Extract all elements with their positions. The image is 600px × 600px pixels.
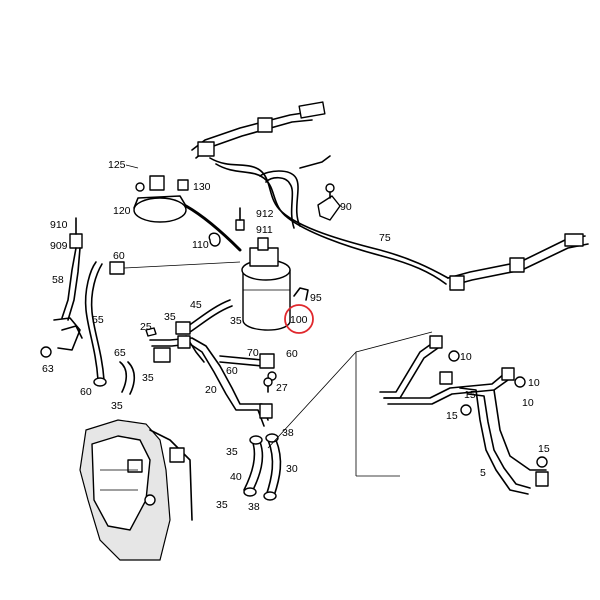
callout-15-a: 15 [446,410,458,422]
hose-assembly-20 [149,335,273,427]
callout-125: 125 [108,159,126,171]
callout-70: 70 [247,347,259,359]
pressure-sensor-90 [317,183,341,221]
fuel-line-75 [191,101,589,291]
return-tube-5 [379,335,549,495]
callout-20: 20 [205,384,217,396]
clip-25 [145,327,157,337]
bracket-95 [293,287,309,301]
fuel-filter-housing [241,237,291,331]
callout-15-c: 15 [464,389,476,401]
callout-38-a: 38 [282,427,294,439]
callout-912: 912 [256,208,274,220]
callout-35-e: 35 [216,499,228,511]
callout-60-mid: 60 [226,365,238,377]
callout-45: 45 [190,299,202,311]
hose-65 [119,361,136,395]
callout-35-b: 35 [230,315,242,327]
callout-90: 90 [340,201,352,213]
callout-35-d: 35 [226,446,238,458]
callout-120: 120 [113,205,131,217]
callout-labels: 125 130 120 912 911 110 90 75 910 909 58… [42,159,550,513]
highlight-circle [284,304,314,334]
callout-95: 95 [310,292,322,304]
callout-10-b: 10 [528,377,540,389]
callout-35-pump: 35 [111,400,123,412]
callout-130: 130 [193,181,211,193]
callout-65: 65 [114,347,126,359]
callout-35-c: 35 [142,372,154,384]
callout-35-a: 35 [164,311,176,323]
bolt-63 [40,346,52,358]
callout-58: 58 [52,274,64,286]
callout-909: 909 [50,240,68,252]
callout-40: 40 [230,471,242,483]
high-pressure-pump [79,419,193,561]
callout-10-a: 10 [460,351,472,363]
hose-45 [175,299,233,335]
callout-15-b: 15 [538,443,550,455]
callout-55: 55 [92,314,104,326]
callout-5: 5 [480,467,486,479]
callout-25: 25 [140,321,152,333]
callout-27: 27 [276,382,288,394]
callout-63: 63 [42,363,54,375]
callout-910: 910 [50,219,68,231]
callout-30: 30 [286,463,298,475]
filter-bracket-120 [133,175,242,252]
callout-60-top: 60 [113,250,125,262]
callout-60-left: 60 [80,386,92,398]
callout-38-b: 38 [248,501,260,513]
callout-60-right: 60 [286,348,298,360]
clip-110 [208,232,221,247]
callout-110: 110 [192,239,209,251]
bolt-27 [263,377,273,393]
callout-10-c: 10 [522,397,534,409]
callout-75: 75 [379,232,391,244]
hose-60-top [123,261,241,269]
callout-911: 911 [256,224,273,236]
return-line-left [53,217,125,387]
hose-40 [243,435,264,497]
bolt-912 [235,207,245,231]
callout-100: 100 [290,314,308,326]
detail-inset-outline [267,331,433,477]
